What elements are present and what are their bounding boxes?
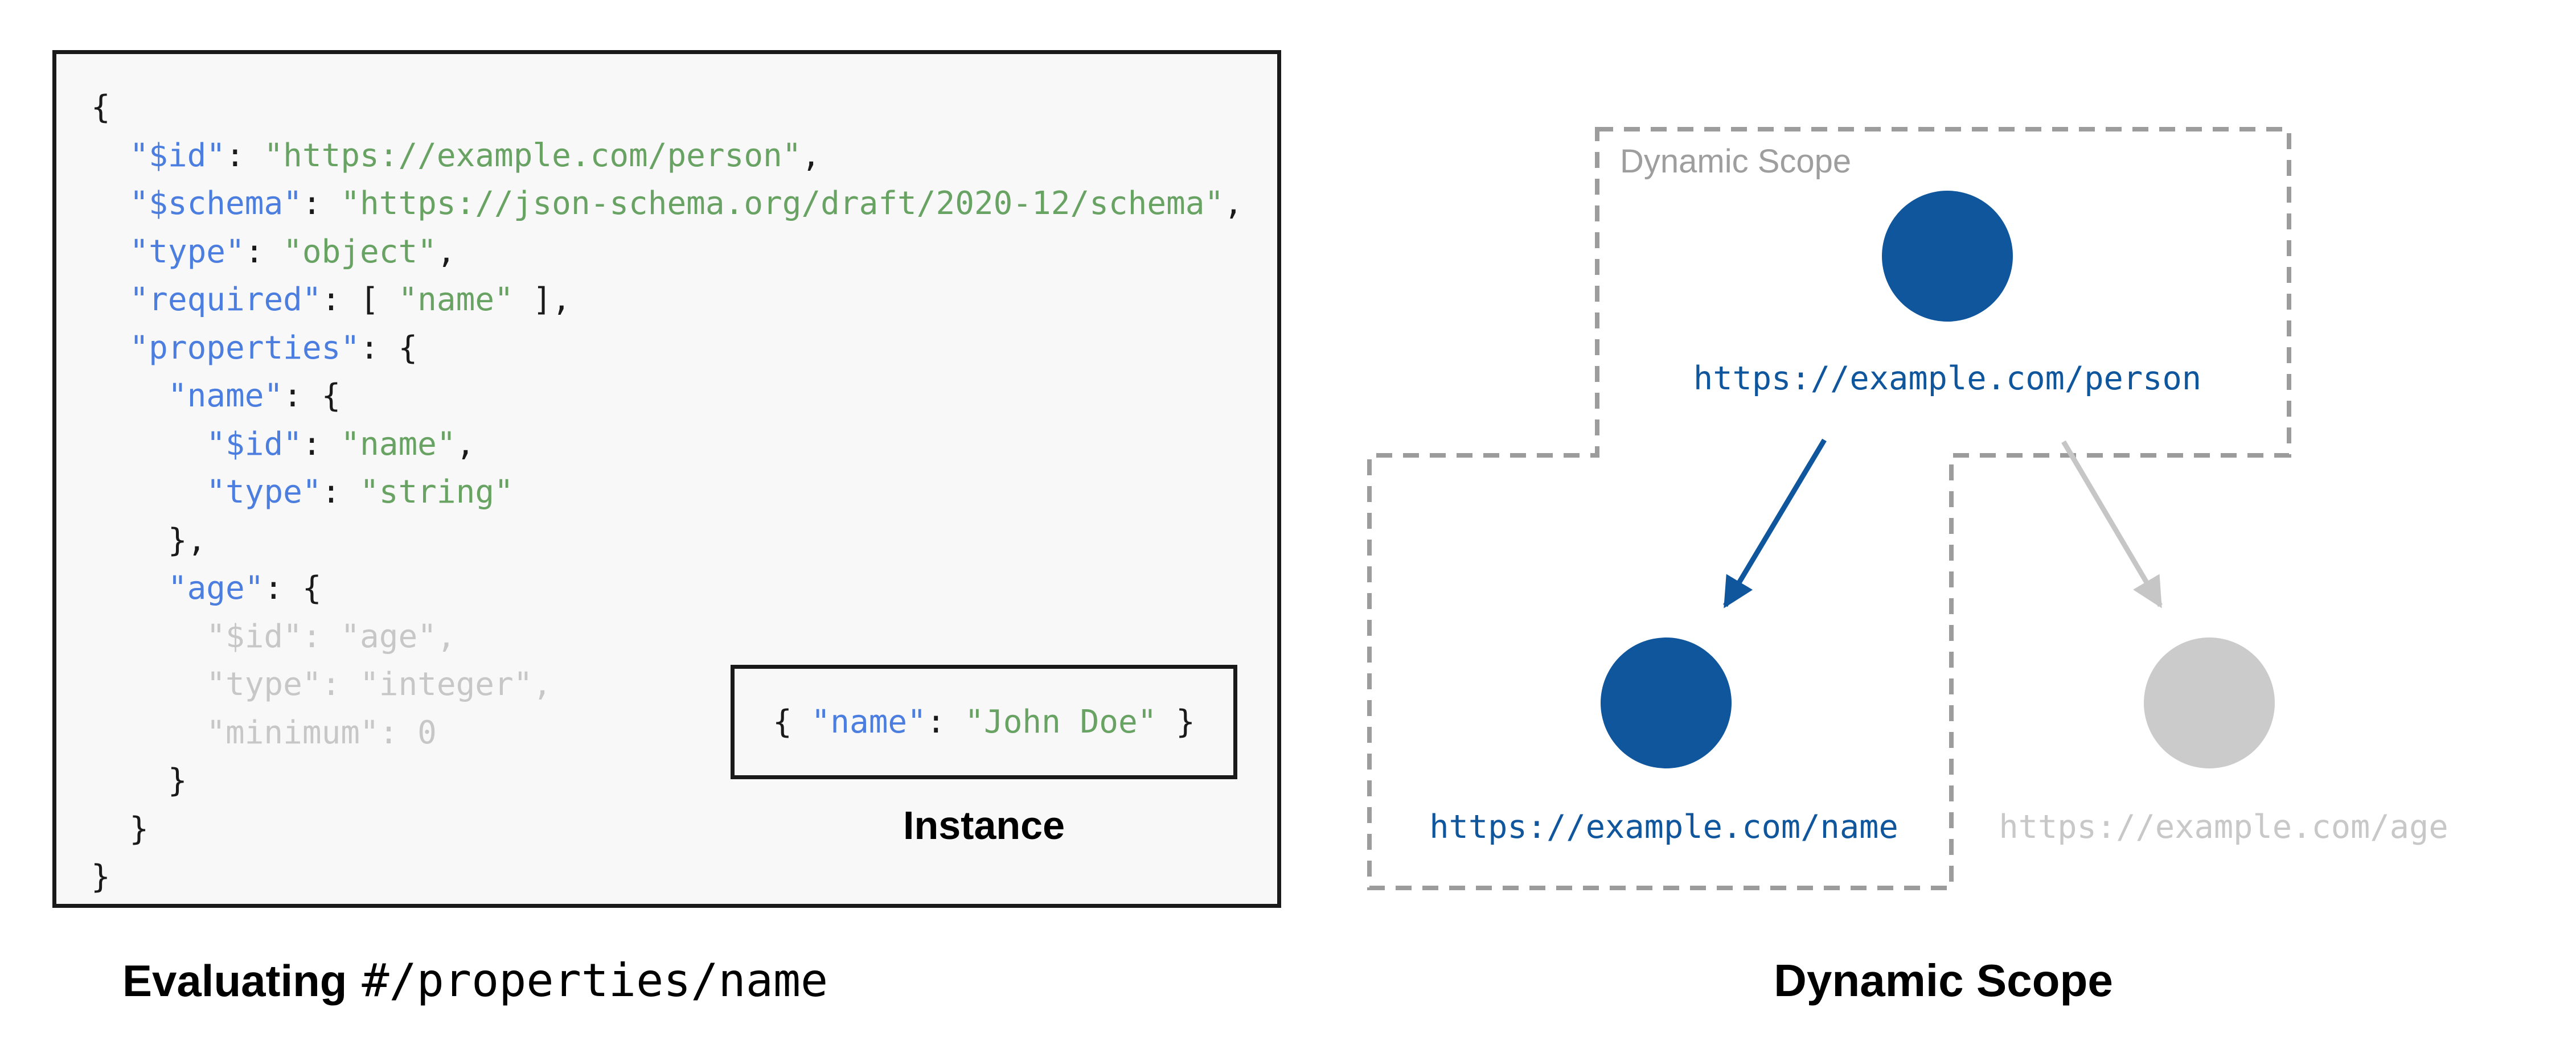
left-caption: Evaluating #/properties/name	[122, 949, 828, 1012]
instance-code: { "name": "John Doe" }	[773, 704, 1195, 741]
code-line: "age": {	[167, 570, 322, 607]
dynamic-scope-box-label: Dynamic Scope	[1620, 143, 1852, 180]
code-line: },	[91, 521, 207, 559]
code-line: "name": {	[167, 377, 341, 414]
code-line: "$id": "name",	[206, 425, 475, 463]
code-line: "type": "object",	[129, 233, 456, 270]
code-line: "minimum": 0	[91, 714, 437, 751]
instance-caption: Instance	[903, 803, 1065, 848]
code-line: "required": [ "name" ],	[129, 281, 571, 318]
left-caption-word: Evaluating	[122, 956, 347, 1006]
node-age-circle	[2144, 637, 2275, 768]
schema-panel: { "$id": "https://example.com/person", "…	[52, 50, 1281, 908]
node-person-circle	[1882, 191, 2013, 322]
code-line: }	[91, 810, 149, 848]
dynamic-scope-outline	[1367, 127, 2291, 890]
arrow-person-to-age	[2061, 440, 2163, 608]
code-line: {	[91, 89, 110, 126]
code-line: "properties": {	[129, 329, 418, 367]
arrow-person-to-name	[1723, 438, 1827, 608]
node-name-label: https://example.com/name	[1429, 808, 1898, 846]
left-caption-pointer: #/properties/name	[362, 954, 828, 1007]
right-caption: Dynamic Scope	[1774, 955, 2113, 1006]
code-line: "$id": "https://example.com/person",	[129, 137, 821, 174]
node-name-circle	[1601, 637, 1732, 768]
schema-code: { "$id": "https://example.com/person", "…	[91, 84, 1243, 902]
node-person-label: https://example.com/person	[1693, 360, 2202, 397]
code-line: }	[91, 858, 110, 895]
code-line: "type": "integer",	[91, 666, 552, 703]
code-line: "type": "string"	[206, 474, 514, 511]
code-line: }	[91, 762, 187, 799]
instance-box: { "name": "John Doe" }	[731, 665, 1237, 779]
code-line: "$id": "age",	[91, 618, 456, 655]
node-age-label: https://example.com/age	[1999, 808, 2448, 846]
code-line: "$schema": "https://json-schema.org/draf…	[129, 185, 1243, 222]
